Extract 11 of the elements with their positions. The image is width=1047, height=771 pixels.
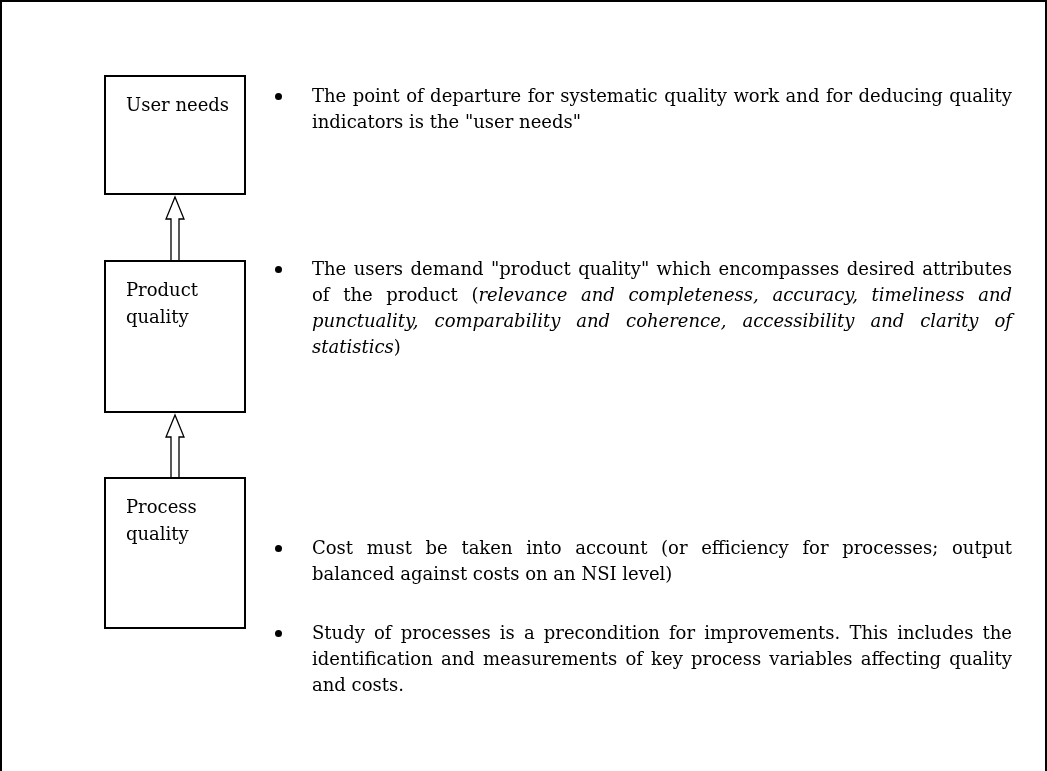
process-box xyxy=(104,260,246,413)
process-box xyxy=(104,75,246,195)
box-label: Process quality xyxy=(126,495,198,546)
bullet-text: The point of departure for systematic quality work and for deducing quality indicators is the "user needs" xyxy=(312,85,1012,132)
hollow-arrow xyxy=(165,413,185,480)
hollow-arrow xyxy=(165,195,185,263)
bullet-text: Study of processes is a precondition for improvements. This includes the identification and measurements of key process variables affecting quality and costs. xyxy=(312,622,1012,695)
box-label: User needs xyxy=(126,93,231,117)
box-label: Product quality xyxy=(126,278,199,329)
bullet-text: Cost must be taken into account (or efficiency for processes; output balanced against costs on an NSI level) xyxy=(312,537,1012,584)
process-box xyxy=(104,477,246,629)
